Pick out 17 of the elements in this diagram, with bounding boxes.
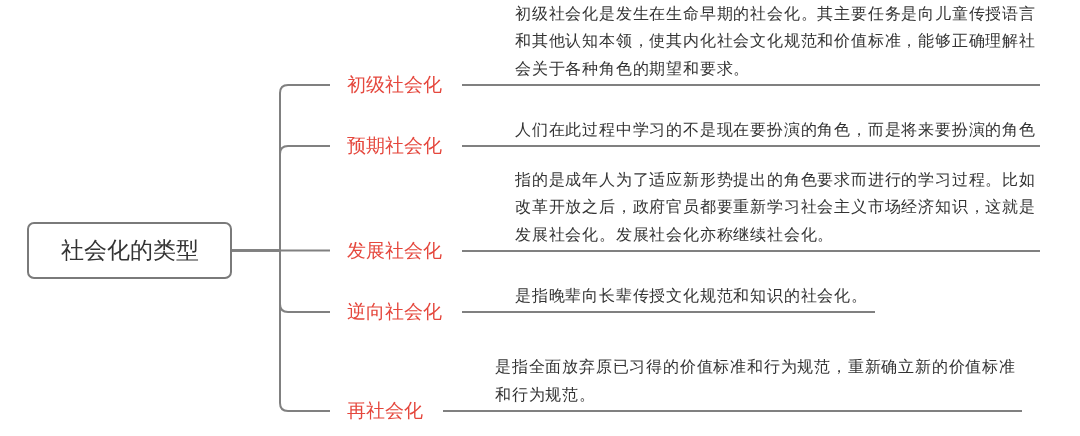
connector-line [461,145,491,147]
topic-label: 再社会化 [330,398,443,424]
topic-label: 初级社会化 [330,72,462,98]
description-text: 人们在此过程中学习的不是现在要扮演的角色，而是将来要扮演的角色 [490,115,1040,147]
description-text: 指的是成年人为了适应新形势提出的角色要求而进行的学习过程。比如改革开放之后，政府官员都要重新学习社会主义市场经济知识，这就是发展社会化。发展社会化亦称继续社会化。 [490,165,1040,252]
description-text: 是指全面放弃原已习得的价值标准和行为规范，重新确立新的价值标准和行为规范。 [470,353,1022,412]
connector-line [461,84,491,86]
description-text: 是指晚辈向长辈传授文化规范和知识的社会化。 [490,281,875,313]
connector-line [461,311,491,313]
connector-line [442,410,471,412]
connector-line [461,250,491,252]
topic-label: 逆向社会化 [330,299,462,325]
root-topic-box: 社会化的类型 [27,222,232,279]
topic-label: 发展社会化 [330,238,462,264]
connector-line [231,249,331,412]
topic-label: 预期社会化 [330,133,462,159]
description-text: 初级社会化是发生在生命早期的社会化。其主要任务是向儿童传授语言和其他认知本领，使其内化社会文化规范和价值标准，能够正确理解社会关于各种角色的期望和要求。 [490,0,1040,86]
